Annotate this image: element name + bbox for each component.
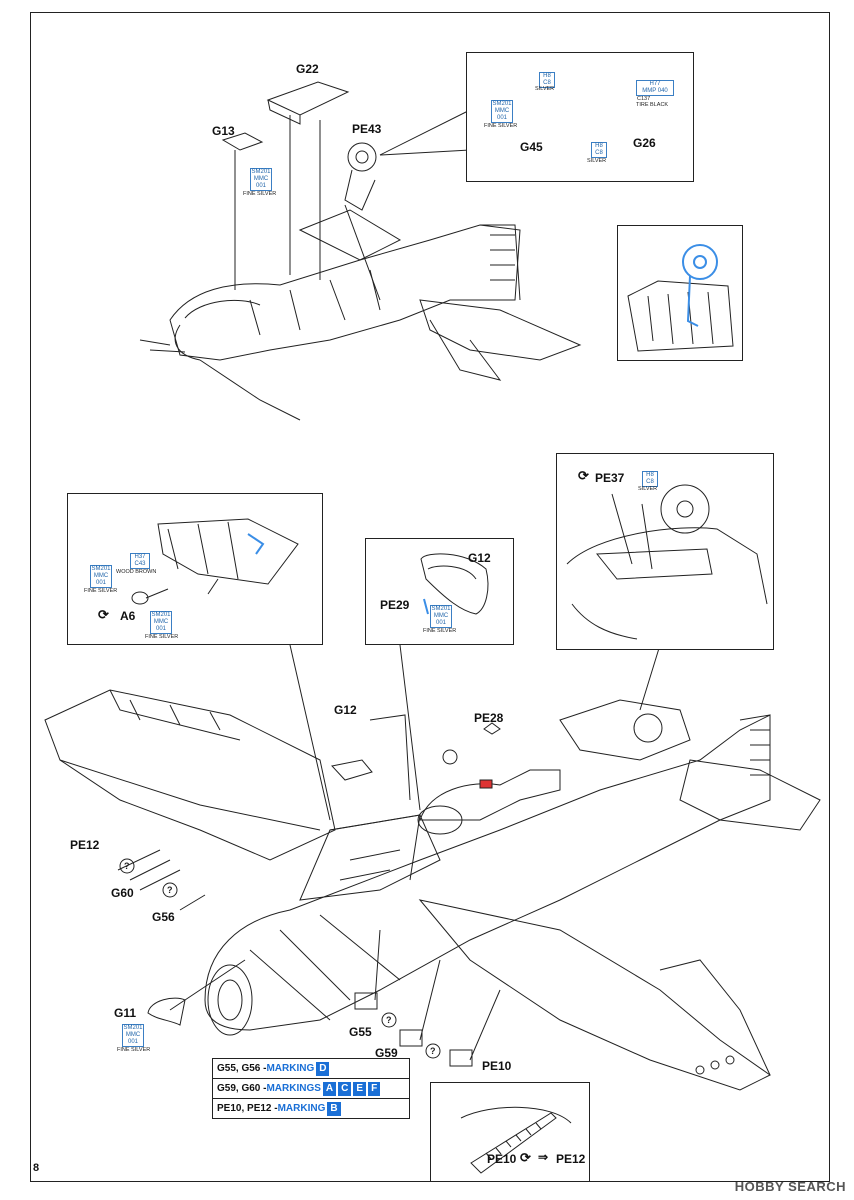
part-label-pe43: PE43	[352, 122, 382, 136]
color-name-sm201a: FINE SILVER	[84, 588, 118, 594]
markings-row-1: G55, G56 - MARKING D	[213, 1059, 409, 1079]
part-label-g12-inset: G12	[468, 551, 491, 565]
part-label-pe29: PE29	[380, 598, 410, 612]
markings-row-3: PE10, PE12 - MARKING B	[213, 1099, 409, 1118]
part-label-pe37: PE37	[595, 471, 625, 485]
part-label-pe10: PE10	[482, 1059, 512, 1073]
part-label-g55: G55	[349, 1025, 372, 1039]
color-code-c137: C137	[637, 96, 651, 102]
color-name-h8a: SILVER	[535, 86, 555, 92]
part-label-g22: G22	[296, 62, 319, 76]
svg-text:?: ?	[124, 861, 130, 871]
svg-text:?: ?	[386, 1015, 392, 1025]
tailwheel-inset	[556, 453, 774, 650]
part-label-g45: G45	[520, 140, 543, 154]
wheel-bay-inset	[617, 225, 743, 361]
watermark: HOBBY SEARCH	[734, 1179, 846, 1194]
svg-text:?: ?	[430, 1046, 436, 1056]
color-name-pe29: FINE SILVER	[423, 628, 457, 634]
rotate-icon-pe37: ⟳	[578, 468, 589, 483]
part-label-pe10-inset: PE10	[487, 1152, 517, 1166]
page-number: 8	[33, 1162, 40, 1174]
part-label-g56: G56	[152, 910, 175, 924]
color-name-h37: WOOD BROWN	[116, 569, 157, 575]
color-name-h8-right: SILVER	[638, 486, 658, 492]
rotate-icon: ⟳	[98, 607, 109, 622]
color-name-h77: TIRE BLACK	[636, 102, 669, 108]
part-label-g59: G59	[375, 1046, 398, 1060]
arrow-right-icon: ⇒	[538, 1150, 549, 1164]
part-label-a6: A6	[120, 609, 136, 623]
markings-table: G55, G56 - MARKING D G59, G60 - MARKINGS…	[212, 1058, 410, 1119]
part-label-pe12-inset: PE12	[556, 1152, 586, 1166]
color-name-h8b: SILVER	[587, 158, 607, 164]
part-label-pe28: PE28	[474, 711, 504, 725]
access-panel-inset	[430, 1082, 590, 1182]
part-label-g60: G60	[111, 886, 134, 900]
svg-text:?: ?	[167, 885, 173, 895]
color-name-sm201b: FINE SILVER	[484, 123, 518, 129]
part-label-g13: G13	[212, 124, 235, 138]
color-name-g11: FINE SILVER	[117, 1047, 151, 1053]
rotate-icon-pe10: ⟳	[520, 1150, 531, 1165]
color-name-g13: FINE SILVER	[243, 191, 277, 197]
part-label-g26: G26	[633, 136, 656, 150]
color-name-sm201-left: FINE SILVER	[145, 634, 179, 640]
part-label-g11: G11	[114, 1006, 137, 1020]
part-label-g12: G12	[334, 703, 357, 717]
part-label-pe12: PE12	[70, 838, 100, 852]
